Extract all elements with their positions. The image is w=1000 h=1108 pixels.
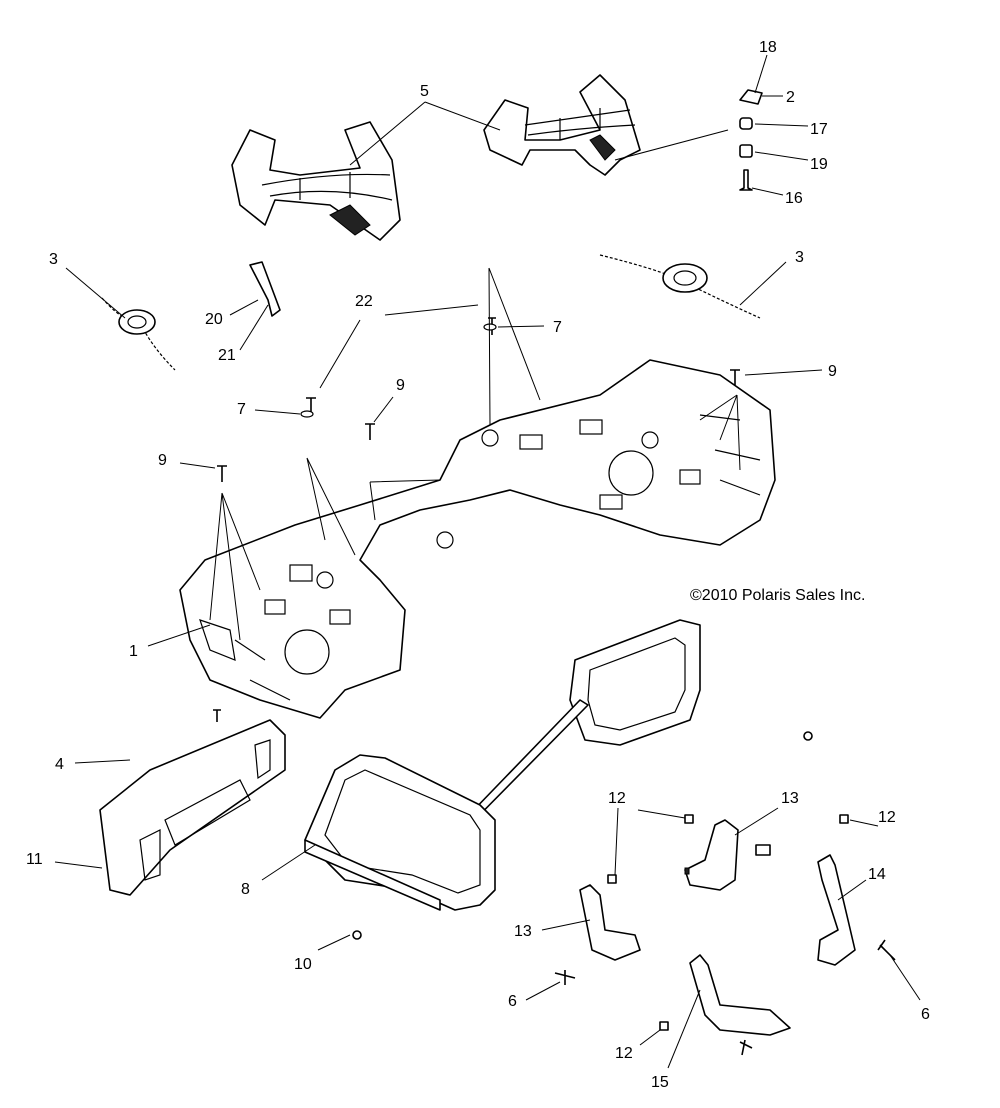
hardware-stack: [739, 89, 763, 191]
fasteners: [131, 317, 813, 940]
callout-16: 16: [785, 190, 803, 207]
callout-3-right: 3: [795, 249, 804, 266]
front-rack-part: [231, 121, 401, 241]
callout-7-upper: 7: [553, 319, 562, 336]
callout-14: 14: [868, 866, 886, 883]
callout-21: 21: [218, 347, 236, 364]
callout-12-c: 12: [615, 1045, 633, 1062]
callout-22: 22: [355, 293, 373, 310]
side-panel-part: [99, 719, 286, 896]
callout-8: 8: [241, 881, 250, 898]
callout-6-left: 6: [508, 993, 517, 1010]
callout-20: 20: [205, 311, 223, 328]
main-rack-part: [179, 359, 776, 719]
tie-down-left: [101, 297, 176, 371]
copyright-notice: ©2010 Polaris Sales Inc.: [690, 587, 865, 604]
leader-lines: [54, 54, 921, 1069]
callout-7-lower: 7: [237, 401, 246, 418]
callout-13-upper: 13: [781, 790, 799, 807]
support-brackets: [554, 814, 896, 1056]
callout-1: 1: [129, 643, 138, 660]
callout-18: 18: [759, 39, 777, 56]
callout-5: 5: [420, 83, 429, 100]
callouts: 18 2 17 19 16 5 3 3 20 21 22 7 7 9 9 9 1…: [26, 39, 930, 1091]
callout-9-middle: 9: [396, 377, 405, 394]
bracket-part: [249, 261, 281, 317]
callout-6-right: 6: [921, 1006, 930, 1023]
callout-17: 17: [810, 121, 828, 138]
callout-12-b: 12: [878, 809, 896, 826]
callout-10: 10: [294, 956, 312, 973]
callout-2: 2: [786, 89, 795, 106]
callout-3-left: 3: [49, 251, 58, 268]
callout-9-left: 9: [158, 452, 167, 469]
rear-rack-part: [483, 74, 641, 176]
callout-13-lower: 13: [514, 923, 532, 940]
callout-15: 15: [651, 1074, 669, 1091]
frame-part: [304, 619, 701, 911]
callout-19: 19: [810, 156, 828, 173]
callout-11: 11: [26, 851, 43, 868]
callout-4: 4: [55, 756, 64, 773]
callout-12-a: 12: [608, 790, 626, 807]
tie-down-right: [599, 254, 761, 319]
callout-9-right: 9: [828, 363, 837, 380]
